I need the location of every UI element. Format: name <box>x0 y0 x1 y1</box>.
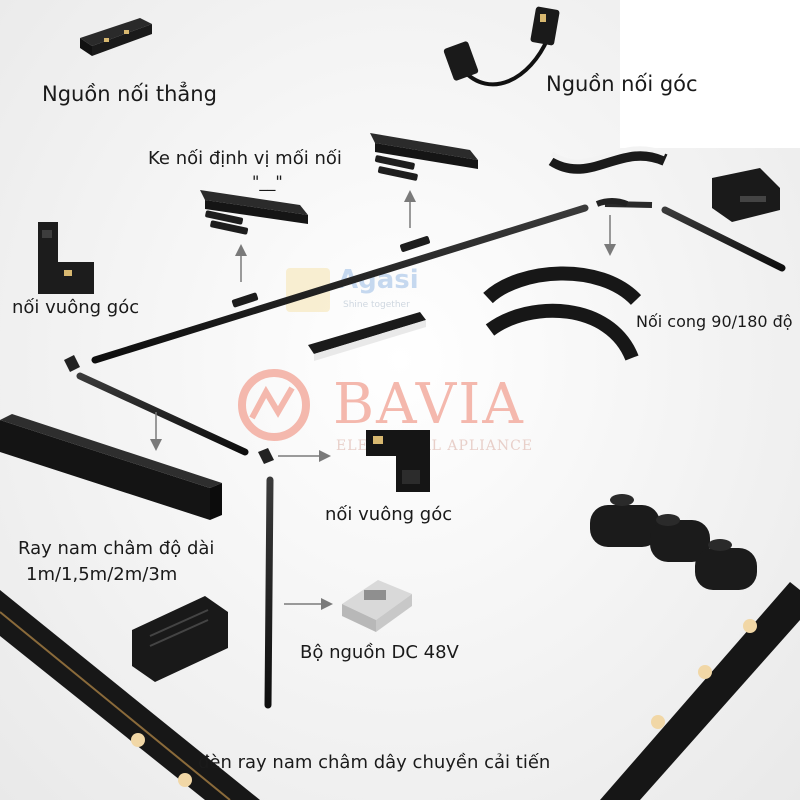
curved-connector-icon <box>483 266 642 361</box>
label-corner-power-connector: Nguồn nối góc <box>546 72 698 96</box>
right-angle-connector-center-icon <box>366 430 430 492</box>
grille-light-module-icon <box>132 596 228 682</box>
label-right-angle-connector-center: nối vuông góc <box>325 504 453 525</box>
linear-light-module-icon <box>308 312 426 361</box>
rail-network <box>64 198 786 709</box>
straight-power-connector-icon <box>80 18 152 56</box>
power-supply-box-icon <box>342 580 412 632</box>
label-right-angle-connector-left: nối vuông góc <box>12 297 140 318</box>
magnetic-rail-profile-icon <box>0 414 222 520</box>
label-bottom-caption: đèn ray nam châm dây chuyền cải tiến <box>198 752 551 773</box>
label-power-supply: Bộ nguồn DC 48V <box>300 642 459 663</box>
label-straight-power-connector: Nguồn nối thẳng <box>42 82 217 106</box>
joint-bracket-right-icon <box>370 133 478 181</box>
label-quote-mark: "__" <box>252 172 283 191</box>
top-right-white-panel <box>620 0 800 148</box>
led-track-rail-icon <box>600 582 800 800</box>
agasi-watermark-sub: Shine together <box>343 300 410 310</box>
flexible-joint-connector-icon <box>590 494 757 590</box>
right-angle-connector-left-icon <box>38 222 94 294</box>
magnetic-spot-module-icon <box>712 168 780 222</box>
corner-power-connector-icon <box>443 6 560 87</box>
bavia-watermark: BAVIA <box>333 372 525 437</box>
joint-bracket-left-icon <box>200 190 308 235</box>
label-magnetic-rail-length-line1: Ray nam châm độ dài <box>18 538 215 559</box>
flexible-strip-light-icon <box>550 146 667 165</box>
pointer-arrows <box>150 190 616 610</box>
label-curved-connector: Nối cong 90/180 độ <box>636 312 793 331</box>
label-joint-positioning-bracket: Ke nối định vị mối nối <box>148 148 342 169</box>
led-track-rail-left-icon <box>0 590 260 800</box>
bavia-logo-icon <box>238 369 310 441</box>
flexible-strip-icon <box>548 148 668 174</box>
label-magnetic-rail-length-line2: 1m/1,5m/2m/3m <box>26 564 178 585</box>
